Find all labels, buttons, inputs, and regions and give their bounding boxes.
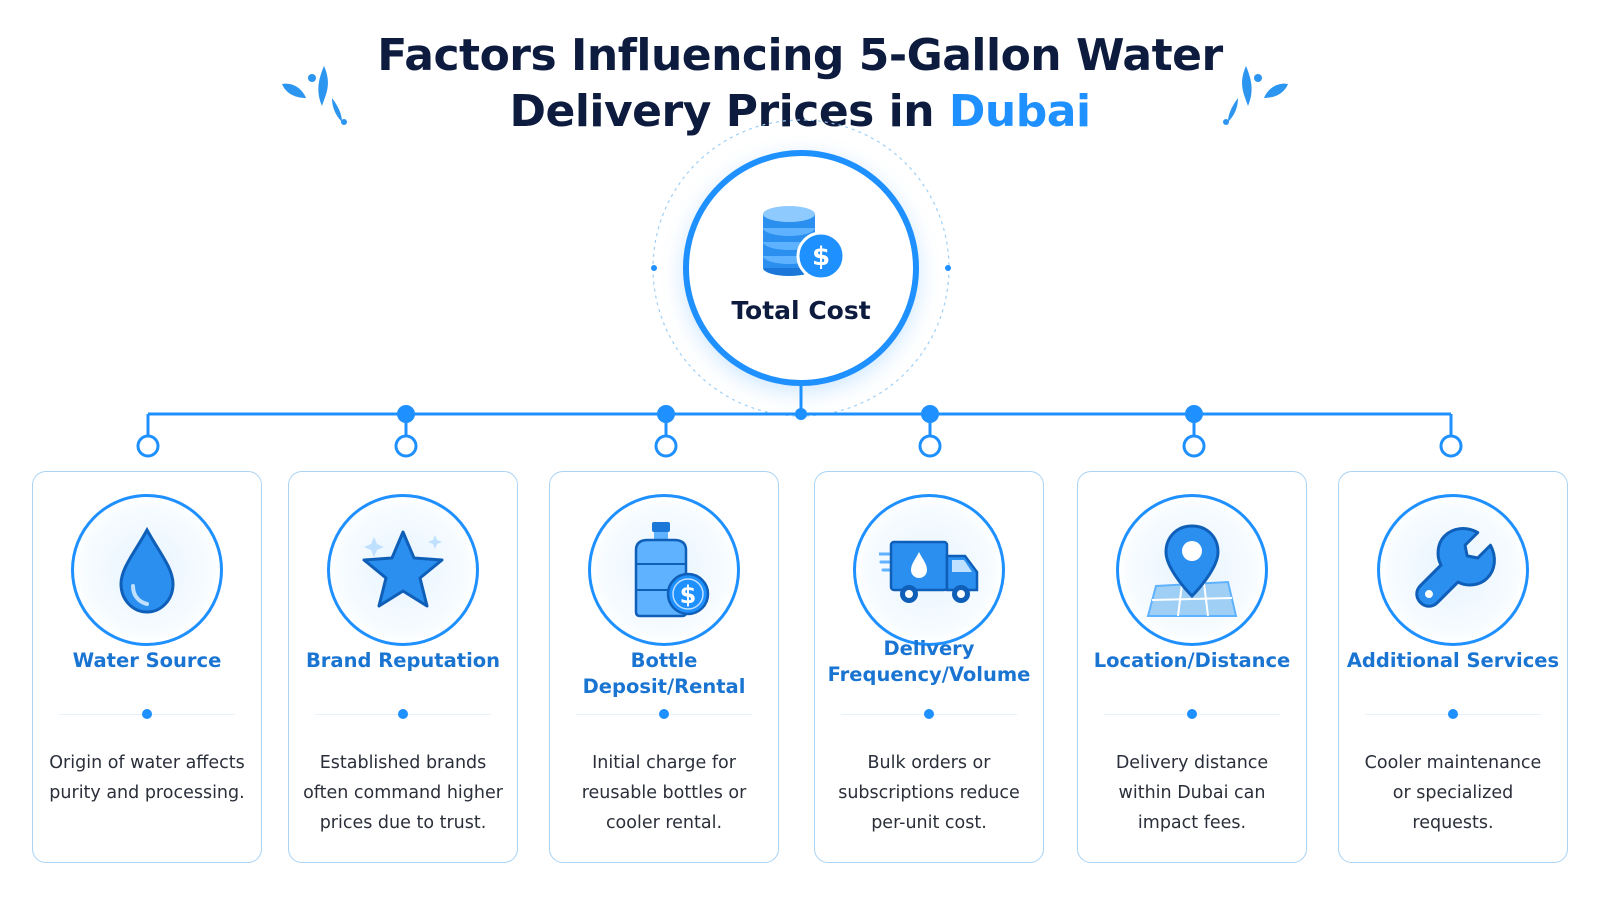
water-drop-icon <box>119 526 175 614</box>
factor-description: Bulk orders or subscriptions reduce per-… <box>838 753 1020 833</box>
svg-text:$: $ <box>812 242 830 272</box>
factor-description: Origin of water affects purity and proce… <box>49 753 245 803</box>
star-icon <box>362 530 444 608</box>
connector-node <box>1439 434 1463 458</box>
splash-left-icon <box>282 66 347 125</box>
separator-dot <box>1448 709 1458 719</box>
factor-card-bottle-deposit: $ Bottle Deposit/Rental Initial charge f… <box>549 471 779 863</box>
icon-ring <box>327 494 479 646</box>
factor-title: Water Source <box>72 649 222 672</box>
total-cost-ring <box>683 150 919 386</box>
total-cost-label: Total Cost <box>731 296 871 325</box>
title-highlight: Dubai <box>948 86 1091 137</box>
factor-title: Bottle Deposit/Rental <box>582 649 746 698</box>
icon-ring: $ <box>588 494 740 646</box>
factor-description: Cooler maintenance or specialized reques… <box>1364 753 1542 833</box>
coins-dollar-icon: $ <box>763 206 846 281</box>
title-line-1: Factors Influencing 5-Gallon Water <box>377 30 1223 81</box>
factor-card-additional-services: Additional Services Cooler maintenance o… <box>1338 471 1568 863</box>
icon-ring <box>853 494 1005 646</box>
factor-card-location-distance: Location/Distance Delivery distance with… <box>1077 471 1307 863</box>
separator-dot <box>1187 709 1197 719</box>
factor-title: Brand Reputation <box>305 649 501 672</box>
connector-lines <box>136 119 1463 458</box>
factor-description: Initial charge for reusable bottles or c… <box>581 753 747 833</box>
page-title: Factors Influencing 5-Gallon Water Deliv… <box>0 28 1600 140</box>
factor-description: Delivery distance within Dubai can impac… <box>1115 753 1269 833</box>
factor-title: Location/Distance <box>1093 649 1291 672</box>
icon-ring <box>71 494 223 646</box>
svg-text:$: $ <box>680 581 697 609</box>
factor-card-delivery-frequency: Delivery Frequency/Volume Bulk orders or… <box>814 471 1044 863</box>
factor-card-water-source: Water Source Origin of water affects pur… <box>32 471 262 863</box>
wrench-icon <box>1415 527 1496 608</box>
separator-dot <box>659 709 669 719</box>
factor-description: Established brands often command higher … <box>303 753 503 833</box>
factor-card-brand-reputation: Brand Reputation Established brands ofte… <box>288 471 518 863</box>
delivery-truck-icon <box>879 540 979 603</box>
water-bottle-dollar-icon: $ <box>634 522 710 618</box>
icon-ring <box>1377 494 1529 646</box>
factor-title: Additional Services <box>1346 649 1560 672</box>
separator-dot <box>924 709 934 719</box>
factor-title: Delivery Frequency/Volume <box>827 637 1031 686</box>
splash-right-icon <box>1223 66 1288 125</box>
title-line-2-prefix: Delivery Prices in <box>509 86 949 137</box>
separator-dot <box>142 709 152 719</box>
total-cost-node: $ Total Cost <box>683 150 919 386</box>
title-line-2: Delivery Prices in Dubai <box>0 84 1600 140</box>
connector-node <box>136 434 160 458</box>
connector-node <box>1182 434 1206 458</box>
connector-node <box>918 434 942 458</box>
connector-node <box>654 434 678 458</box>
map-pin-icon <box>1146 524 1238 617</box>
icon-ring <box>1116 494 1268 646</box>
connector-node <box>394 434 418 458</box>
separator-dot <box>398 709 408 719</box>
